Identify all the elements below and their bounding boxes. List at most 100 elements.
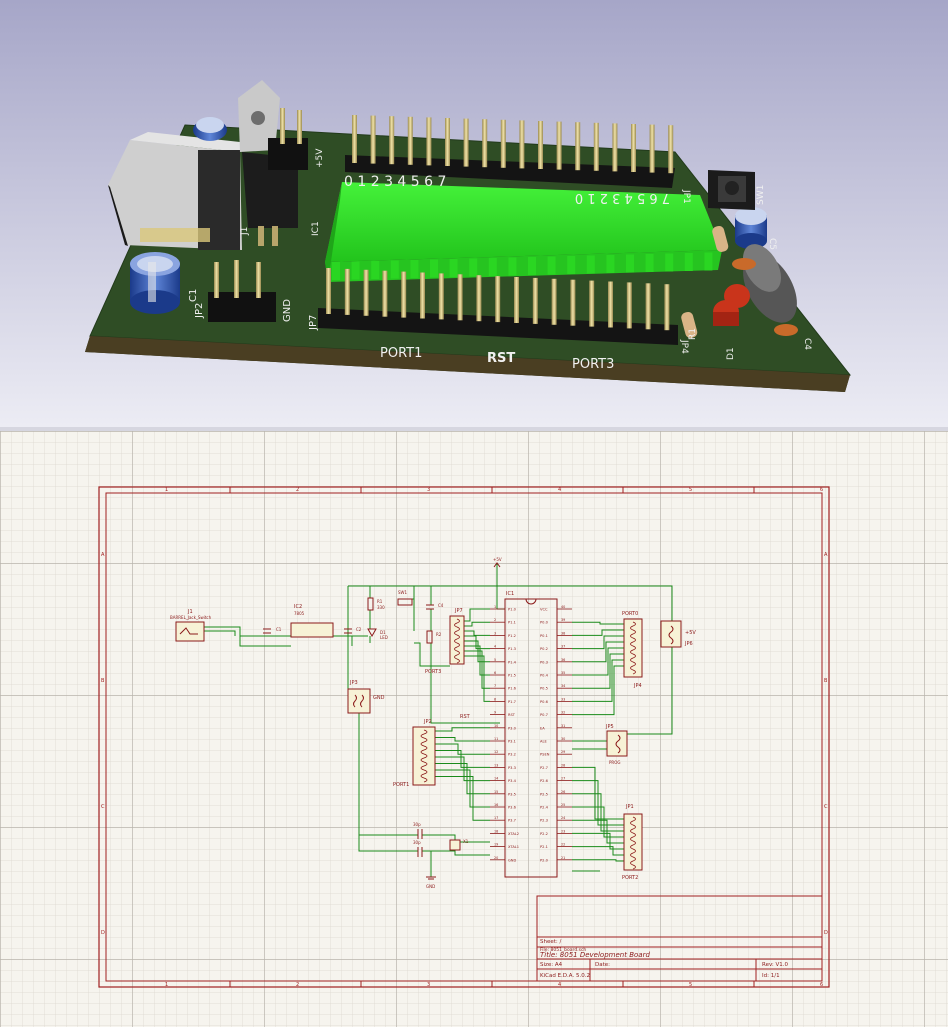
- mcu-pin-num-left: 3: [494, 631, 496, 635]
- mcu-pin-name-right: P0.7: [540, 713, 548, 717]
- r1-ref: R1: [377, 599, 383, 604]
- mcu-pin-name-right: P0.4: [540, 674, 549, 678]
- power-symbol-gnd[interactable]: GND: [426, 867, 436, 889]
- frame-col-bottom: 4: [558, 982, 561, 988]
- frame-col-bottom: 3: [427, 982, 430, 988]
- mcu-pin-name-left: P3.5: [508, 792, 516, 796]
- v5-label: +5V: [685, 630, 696, 636]
- d1-value: LED: [380, 635, 388, 640]
- barrel-jack-symbol-j1[interactable]: J1 BARREL_Jack_Switch: [170, 609, 212, 642]
- mcu-pin-name-right: P0.5: [540, 687, 548, 691]
- mcu-pin-num-left: 19: [494, 843, 498, 847]
- gnd-text: GND: [426, 884, 435, 889]
- mcu-pin-name-left: P1.0: [508, 608, 517, 612]
- mcu-pin-num-left: 13: [494, 763, 498, 767]
- d1-ref: D1: [380, 630, 386, 635]
- header-jp2[interactable]: JP2 PORT1: [393, 719, 436, 788]
- header-jp6[interactable]: +5V JP6: [660, 620, 696, 648]
- frame-col-bottom: 6: [820, 982, 823, 988]
- header-jp3[interactable]: JP3 GND: [347, 680, 385, 714]
- ic2-ref: IC2: [294, 604, 302, 610]
- cap-30p-a: 30p: [413, 822, 421, 827]
- mcu-pin-name-right: P0.3: [540, 660, 548, 664]
- port1-label: PORT1: [393, 782, 409, 788]
- mcu-pin-name-left: P1.2: [508, 634, 516, 638]
- mcu-pin-num-right: 23: [561, 829, 565, 833]
- mcu-pin-name-left: RST: [508, 713, 516, 717]
- mcu-pin-name-left: XTAL1: [508, 845, 519, 849]
- barrel-jack-j1: [108, 132, 242, 250]
- mcu-pin-name-left: P1.6: [508, 687, 517, 691]
- led-symbol-d1[interactable]: D1 LED: [367, 628, 388, 640]
- mcu-pin-num-left: 18: [494, 829, 498, 833]
- mcu-pin-name-left: P3.7: [508, 819, 516, 823]
- jp5-ref: JP5: [605, 724, 614, 730]
- mcu-pin-num-right: 27: [561, 777, 565, 781]
- mcu-pin-name-right: ALE: [540, 740, 547, 744]
- frame-col-top: 5: [689, 487, 692, 493]
- regulator-symbol-ic2[interactable]: IC2 7805: [290, 604, 334, 638]
- pcb-3d-canvas[interactable]: 0 1 2 3 4 5 6 7 7 6 5 4 3 2 1 0 PORT1 RS…: [0, 0, 948, 427]
- sheet-border: [98, 486, 830, 988]
- silk-c4: C4: [802, 338, 812, 350]
- mcu-pin-num-left: 20: [494, 856, 498, 860]
- frame-row-left: D: [101, 930, 105, 936]
- mcu-pin-num-left: 4: [494, 645, 496, 649]
- mcu-pin-num-left: 9: [494, 711, 496, 715]
- c4-ref: C4: [438, 603, 444, 608]
- sw1-ref: SW1: [398, 590, 407, 595]
- header-jp4[interactable]: PORT0 JP4: [622, 611, 643, 689]
- view-divider[interactable]: [0, 427, 948, 431]
- capacitor-c2[interactable]: C2: [344, 627, 362, 634]
- crystal-symbol-x1[interactable]: X1: [449, 839, 469, 851]
- frame-row-right: B: [824, 678, 828, 684]
- mcu-pin-num-right: 33: [561, 697, 565, 701]
- prog-label: PROG: [609, 760, 620, 765]
- mcu-pin-num-right: 36: [561, 658, 565, 662]
- silk-top-digits-right: 7 6 5 4 3 2 1 0: [575, 190, 670, 205]
- header-port0-jp1: [345, 115, 675, 188]
- header-jp1[interactable]: JP1 PORT2: [622, 804, 643, 881]
- rst-label: RST: [460, 714, 471, 720]
- silk-d1: D1: [726, 347, 736, 360]
- mcu-pin-num-right: 21: [561, 856, 565, 860]
- silk-ic1: IC1: [311, 221, 321, 236]
- header-plus5v: [268, 108, 308, 170]
- mcu-pin-name-left: P1.3: [508, 647, 516, 651]
- frame-row-left: C: [101, 804, 105, 810]
- mcu-8051-ic1[interactable]: IC1: [504, 591, 558, 878]
- mcu-pins: P1.01P1.12P1.23P1.34P1.45P1.56P1.67P1.78…: [490, 605, 572, 862]
- pcb-3d-view[interactable]: 0 1 2 3 4 5 6 7 7 6 5 4 3 2 1 0 PORT1 RS…: [0, 0, 948, 427]
- frame-row-right: A: [824, 552, 828, 558]
- power-symbol-vcc[interactable]: +5V: [493, 557, 502, 577]
- c1-ref: C1: [276, 627, 282, 632]
- mcu-pin-name-left: P1.1: [508, 621, 516, 625]
- silkscreen: 0 1 2 3 4 5 6 7 7 6 5 4 3 2 1 0 PORT1 RS…: [188, 148, 812, 372]
- switch-sw1[interactable]: SW1: [397, 590, 413, 606]
- header-jp5[interactable]: JP5 PROG: [605, 724, 628, 765]
- mcu-pin-num-left: 2: [494, 618, 496, 622]
- title-block: Sheet: / File: 8051_board.sch Title: 805…: [536, 895, 823, 982]
- frame-row-right: D: [824, 930, 828, 936]
- silk-jp7: JP7: [308, 315, 319, 331]
- capacitor-c1[interactable]: C1: [263, 627, 282, 634]
- load-capacitors[interactable]: 30p 30p: [413, 822, 423, 857]
- mcu-pin-name-right: VCC: [540, 608, 548, 612]
- silk-top-digits: 0 1 2 3 4 5 6 7: [344, 174, 446, 190]
- silk-gnd: GND: [282, 299, 293, 322]
- jp7-ref: JP7: [454, 608, 463, 614]
- capacitor-c4[interactable]: C4: [426, 603, 444, 610]
- resistor-r2[interactable]: R2: [426, 630, 442, 644]
- mcu-pin-name-right: EA: [540, 726, 545, 730]
- mcu-pin-name-left: P3.3: [508, 766, 516, 770]
- j1-value: BARREL_Jack_Switch: [170, 615, 212, 620]
- tb-kicad: KiCad E.D.A. 5.0.2: [540, 973, 590, 979]
- resistor-r1[interactable]: R1 330: [367, 597, 385, 611]
- ic2-value: 7805: [294, 611, 305, 616]
- mcu-pin-name-left: P3.1: [508, 740, 516, 744]
- header-jp7[interactable]: JP7 PORT3: [425, 608, 465, 675]
- port0-label: PORT0: [622, 611, 638, 617]
